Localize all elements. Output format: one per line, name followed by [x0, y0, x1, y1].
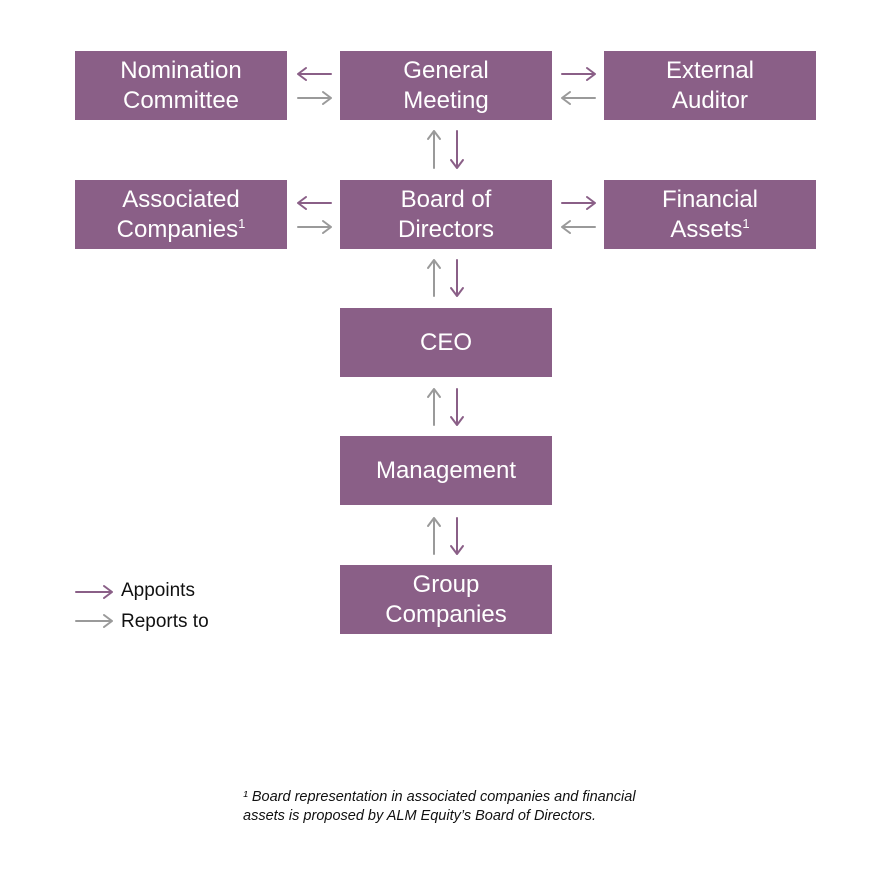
appoints-arrow — [561, 67, 596, 81]
ceo-box: CEO — [340, 308, 552, 377]
reports-arrow — [427, 259, 441, 297]
reports-arrow — [561, 220, 596, 234]
box-label-line1: Nomination — [120, 56, 242, 84]
appoints-arrow — [297, 196, 332, 210]
footnote-line1: ¹ Board representation in associated com… — [243, 789, 636, 805]
appoints-arrow — [450, 388, 464, 426]
reports-arrow — [427, 517, 441, 555]
gm-auditor-arrows — [561, 67, 596, 105]
general-meeting-box: General Meeting — [340, 51, 552, 120]
board-of-directors-box: Board of Directors — [340, 180, 552, 249]
footnote-marker: 1 — [238, 215, 246, 231]
box-label-line1: Group — [412, 570, 480, 598]
box-label-line1: Management — [375, 456, 517, 484]
nomination-gm-arrows — [297, 67, 332, 105]
legend-reports-label: Reports to — [121, 611, 209, 632]
box-label-line2: Companies — [385, 600, 507, 628]
ceo-management-arrows — [427, 388, 464, 426]
financial-assets-box: Financial Assets1 — [604, 180, 816, 249]
board-financial-arrows — [561, 196, 596, 234]
management-box: Management — [340, 436, 552, 505]
footnote-line2: assets is proposed by ALM Equity’s Board… — [243, 808, 596, 824]
reports-arrow — [297, 220, 332, 234]
footnote-marker: 1 — [742, 215, 750, 231]
footnote: ¹ Board representation in associated com… — [243, 788, 713, 826]
appoints-arrow — [297, 67, 332, 81]
box-label-line2: Assets1 — [670, 215, 750, 243]
appoints-arrow — [561, 196, 596, 210]
appoints-arrow — [450, 259, 464, 297]
box-label-line1: Associated — [122, 185, 240, 213]
appoints-arrow — [450, 130, 464, 169]
box-label-line2: Auditor — [671, 86, 749, 114]
nomination-committee-box: Nomination Committee — [75, 51, 287, 120]
reports-arrow — [561, 91, 596, 105]
box-label-line1: General — [403, 56, 489, 84]
reports-arrow — [297, 91, 332, 105]
legend-appoints-label: Appoints — [121, 580, 195, 601]
management-group-arrows — [427, 517, 464, 555]
box-label-line1: External — [665, 56, 755, 84]
box-label-line1: CEO — [419, 328, 472, 356]
box-label-line1: Financial — [661, 185, 759, 213]
box-label-line2: Companies1 — [116, 215, 246, 243]
appoints-arrow — [450, 517, 464, 555]
box-label-line2: Committee — [122, 86, 240, 114]
reports-arrow — [427, 388, 441, 426]
legend-appoints-arrow — [75, 585, 113, 599]
reports-arrow — [427, 130, 441, 169]
legend-reports-arrow — [75, 614, 113, 628]
group-companies-box: Group Companies — [340, 565, 552, 634]
associated-board-arrows — [297, 196, 332, 234]
associated-companies-box: Associated Companies1 — [75, 180, 287, 249]
box-label-line2: Directors — [397, 215, 494, 243]
board-ceo-arrows — [427, 259, 464, 297]
box-label-line2: Meeting — [403, 86, 489, 114]
footnote-marker: ¹ — [243, 789, 248, 805]
gm-board-arrows — [427, 130, 464, 169]
external-auditor-box: External Auditor — [604, 51, 816, 120]
box-label-line1: Board of — [400, 185, 492, 213]
